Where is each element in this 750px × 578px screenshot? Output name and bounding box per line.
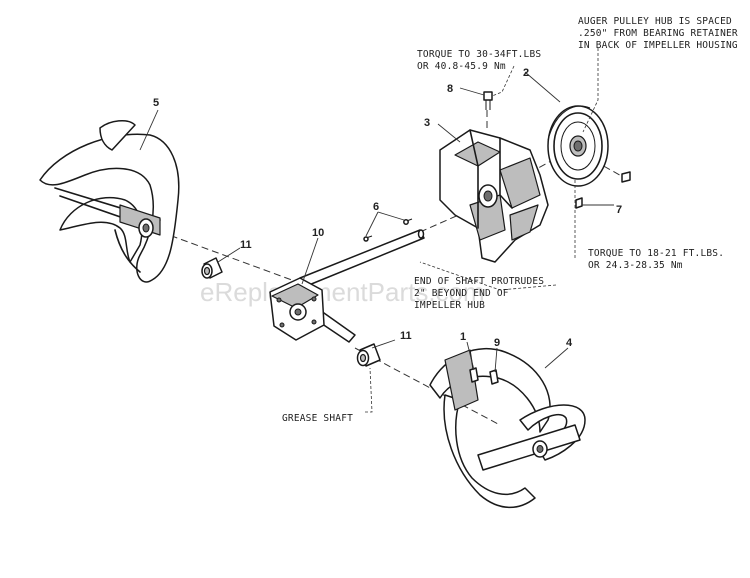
bolt-part-8 xyxy=(483,91,493,110)
watermark: eReplacementParts.com xyxy=(200,277,485,307)
callout-part-4: 4 xyxy=(566,337,573,349)
callout-part-6: 6 xyxy=(373,201,379,213)
bushing-part-11-right xyxy=(356,343,381,367)
note-torque-top-line-1: TORQUE TO 30-34FT.LBS xyxy=(417,49,541,60)
callout-part-11-left: 11 xyxy=(240,239,252,251)
right-auger-part-4 xyxy=(429,347,586,509)
note-auger-pulley-line-1: AUGER PULLEY HUB IS SPACED xyxy=(578,16,732,27)
gearbox-shaft-part-10 xyxy=(269,229,425,343)
callout-part-8: 8 xyxy=(447,83,453,95)
auger-pulley-part-2 xyxy=(547,105,609,187)
note-torque-bottom-line-2: OR 24.3-28.35 Nm xyxy=(588,260,683,271)
note-shaft-end-line-2: 2" BEYOND END OF xyxy=(414,288,509,299)
callout-part-2: 2 xyxy=(523,67,529,79)
callout-part-3: 3 xyxy=(424,117,430,129)
note-torque-bottom: TORQUE TO 18-21 FT.LBS. OR 24.3-28.35 Nm xyxy=(588,248,724,271)
screw-part-7 xyxy=(575,171,631,209)
note-auger-pulley-line-3: IN BACK OF IMPELLER HOUSING xyxy=(578,40,738,51)
bushing-part-11-left xyxy=(201,257,223,279)
part-callouts: 5 11 10 6 3 8 2 7 11 1 9 4 xyxy=(153,67,622,349)
impeller-part-3 xyxy=(439,129,549,263)
note-shaft-end-line-3: IMPELLER HUB xyxy=(414,300,485,311)
note-shaft-end-line-1: END OF SHAFT PROTRUDES xyxy=(414,276,544,287)
note-torque-top: TORQUE TO 30-34FT.LBS OR 40.8-45.9 Nm xyxy=(417,49,541,72)
callout-part-7: 7 xyxy=(616,204,622,216)
note-torque-top-line-2: OR 40.8-45.9 Nm xyxy=(417,61,506,72)
note-shaft-end: END OF SHAFT PROTRUDES 2" BEYOND END OF … xyxy=(414,276,544,311)
note-auger-pulley-line-2: .250" FROM BEARING RETAINER xyxy=(578,28,738,39)
note-auger-pulley: AUGER PULLEY HUB IS SPACED .250" FROM BE… xyxy=(578,16,738,51)
callout-part-9: 9 xyxy=(494,337,500,349)
leader-lines xyxy=(139,48,614,413)
callout-part-10: 10 xyxy=(312,227,324,239)
pin-part-6 xyxy=(363,218,413,242)
note-torque-bottom-line-1: TORQUE TO 18-21 FT.LBS. xyxy=(588,248,724,259)
callout-part-5: 5 xyxy=(153,97,159,109)
note-grease-shaft: GREASE SHAFT xyxy=(282,413,353,424)
callout-part-11-right: 11 xyxy=(400,330,412,342)
left-auger-part-5 xyxy=(39,120,180,283)
callout-part-1: 1 xyxy=(460,331,466,343)
